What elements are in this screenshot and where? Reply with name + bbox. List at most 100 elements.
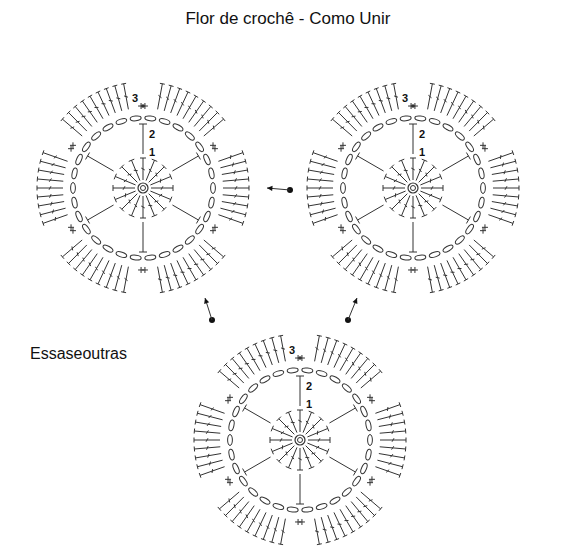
petal-stitch-tick — [232, 163, 234, 167]
double-crochet-tick — [141, 168, 145, 170]
double-crochet-bar — [129, 159, 135, 161]
round-number: 2 — [305, 380, 313, 392]
petal-stitch-bar — [337, 262, 341, 266]
petal-stitch-tick — [505, 186, 507, 190]
petal-stitch-bar — [373, 514, 377, 518]
petal-stitch-bar — [317, 335, 322, 337]
join-arrow — [348, 298, 357, 320]
petal-stitch-tick — [207, 423, 209, 426]
petal-stitch — [315, 519, 320, 545]
petal-stitch — [356, 497, 374, 516]
treble-stitch — [442, 205, 468, 220]
chain-stitch — [159, 117, 171, 125]
petal-stitch — [379, 454, 405, 458]
magic-ring — [298, 438, 303, 443]
petal-stitch-tick — [428, 279, 432, 280]
chain-stitch — [345, 154, 354, 166]
chain-stitch — [454, 235, 465, 246]
double-crochet-tick — [280, 438, 282, 442]
petal-stitch-tick — [82, 116, 86, 118]
petal-stitch — [352, 254, 367, 275]
petal-stitch-bar — [358, 95, 362, 98]
chain-stitch — [360, 406, 369, 418]
chain-stitch — [71, 197, 78, 209]
petal-stitch — [464, 250, 481, 270]
petal-stitch-bar — [224, 363, 228, 367]
double-crochet-tick — [159, 194, 162, 197]
petal-stitch — [464, 106, 481, 126]
petal-stitch-tick — [180, 272, 184, 273]
double-crochet-bar — [399, 159, 405, 161]
chain-stitch — [385, 117, 397, 125]
petal-stitch-bar — [515, 212, 516, 217]
double-crochet — [402, 160, 410, 180]
petal-stitch-tick — [341, 246, 343, 250]
petal-stitch-bar — [216, 111, 220, 115]
double-crochet-bar — [271, 449, 273, 455]
petal-stitch — [309, 170, 335, 174]
single-crochet — [371, 476, 372, 482]
single-crochet — [72, 142, 73, 148]
petal-stitch-tick — [387, 407, 389, 411]
double-crochet-tick — [141, 206, 145, 208]
petal-stitch-tick — [158, 95, 161, 98]
treble-stitch-bar — [139, 124, 147, 125]
petal-stitch-bar — [88, 279, 92, 282]
petal-stitch — [263, 341, 272, 365]
single-crochet — [371, 398, 372, 404]
petal-stitch-tick — [345, 520, 349, 521]
chain-stitch — [81, 141, 91, 153]
petal-stitch — [177, 260, 188, 284]
petal-stitch-tick — [209, 415, 212, 418]
chain-stitch — [259, 496, 271, 506]
petal-stitch — [345, 250, 362, 270]
petal-stitch-bar — [96, 91, 101, 93]
petal-stitch — [379, 422, 405, 426]
petal-stitch-tick — [50, 194, 52, 198]
chain-stitch — [473, 154, 482, 166]
petal-stitch-tick — [436, 277, 440, 279]
petal-stitch-bar — [326, 337, 331, 338]
petal-stitch-tick — [338, 354, 340, 357]
double-crochet-bar — [440, 174, 442, 180]
petal-stitch-bar — [472, 100, 476, 103]
chain-stitch — [238, 475, 248, 487]
petal-stitch — [75, 250, 92, 270]
petal-stitch-bar — [40, 212, 41, 217]
double-crochet-bar — [277, 417, 281, 421]
petal-stitch-bar — [199, 402, 201, 407]
petal-stitch-tick — [392, 446, 394, 449]
petal-stitch-bar — [326, 542, 331, 543]
chain-stitch — [238, 393, 248, 405]
petal-stitch-bar — [343, 105, 347, 108]
double-crochet-tick — [305, 457, 309, 458]
single-crochet — [71, 146, 72, 152]
petal-stitch — [351, 502, 368, 522]
double-crochet-tick — [318, 438, 320, 442]
petal-stitch-bar — [334, 539, 339, 541]
petal-stitch-bar — [80, 100, 84, 103]
petal-stitch-tick — [464, 264, 468, 265]
petal-stitch-tick — [188, 268, 192, 269]
petal-stitch — [380, 447, 406, 449]
petal-stitch-bar — [512, 150, 514, 155]
chain-stitch — [372, 244, 384, 254]
petal-stitch-bar — [334, 340, 339, 342]
petal-stitch — [346, 353, 361, 374]
chain-stitch — [341, 183, 346, 194]
petal-stitch-tick — [252, 519, 254, 522]
petal-stitch — [200, 467, 225, 476]
petal-stitch-tick — [235, 178, 237, 182]
petal-stitch-bar — [351, 531, 355, 534]
petal-stitch — [69, 245, 87, 264]
double-crochet-tick — [149, 169, 152, 172]
chain-stitch — [400, 255, 411, 261]
petal-stitch-bar — [195, 455, 197, 460]
treble-stitch-bar — [353, 405, 357, 412]
double-crochet-tick — [429, 194, 432, 197]
petal-stitch-tick — [372, 103, 376, 104]
single-crochet — [213, 228, 214, 234]
petal-stitch-tick — [266, 526, 269, 529]
chart-title: Flor de crochê - Como Unir — [185, 10, 390, 29]
petal-stitch-bar — [343, 343, 348, 345]
